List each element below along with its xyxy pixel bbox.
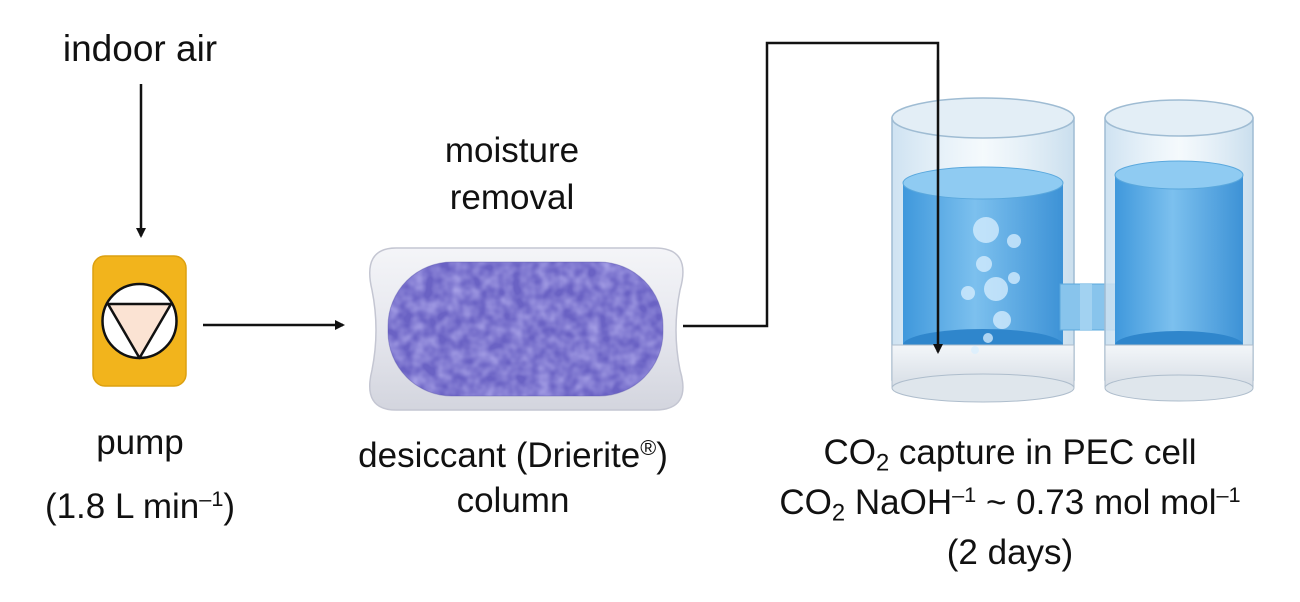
pump-label: pump bbox=[60, 422, 220, 464]
pump-flow-value: 1.8 L min bbox=[56, 487, 200, 526]
moisture-label: moisture bbox=[412, 130, 612, 172]
desiccant-text: desiccant (Drierite bbox=[358, 436, 641, 475]
column-label: column bbox=[408, 480, 618, 522]
ratio-value: ~ 0.73 mol mol bbox=[976, 483, 1217, 522]
pump-flow-exp: –1 bbox=[199, 486, 224, 512]
desiccant-label: desiccant (Drierite®) bbox=[318, 435, 708, 477]
removal-label: removal bbox=[412, 177, 612, 219]
capture-rest: capture in PEC cell bbox=[889, 433, 1197, 472]
column-text: column bbox=[456, 481, 570, 520]
pump-flow-label: (1.8 L min–1) bbox=[44, 486, 236, 526]
registered-mark: ® bbox=[640, 435, 657, 461]
pump-icon bbox=[92, 255, 187, 387]
source-text: indoor air bbox=[62, 28, 218, 69]
ratio-sub: 2 bbox=[831, 499, 846, 527]
duration-label: (2 days) bbox=[860, 532, 1160, 574]
ratio-label: CO2 NaOH–1 ~ 0.73 mol mol–1 bbox=[740, 482, 1280, 527]
ratio-naoh: NaOH bbox=[845, 483, 953, 522]
capture-co: CO bbox=[823, 433, 876, 472]
desiccant-column-icon bbox=[368, 247, 684, 411]
ratio-exp1: –1 bbox=[952, 482, 977, 508]
capture-label: CO2 capture in PEC cell bbox=[740, 432, 1280, 477]
ratio-co: CO bbox=[779, 483, 832, 522]
source-label: indoor air bbox=[40, 28, 240, 70]
desiccant-close: ) bbox=[656, 436, 668, 475]
moisture-line-2: removal bbox=[449, 178, 575, 217]
pump-name: pump bbox=[96, 423, 184, 462]
duration-text: (2 days) bbox=[946, 533, 1074, 572]
pec-cell-icon bbox=[891, 97, 1254, 403]
ratio-exp2: –1 bbox=[1216, 482, 1241, 508]
capture-sub: 2 bbox=[875, 449, 890, 477]
bubbles bbox=[961, 217, 1021, 354]
moisture-line-1: moisture bbox=[444, 131, 580, 170]
